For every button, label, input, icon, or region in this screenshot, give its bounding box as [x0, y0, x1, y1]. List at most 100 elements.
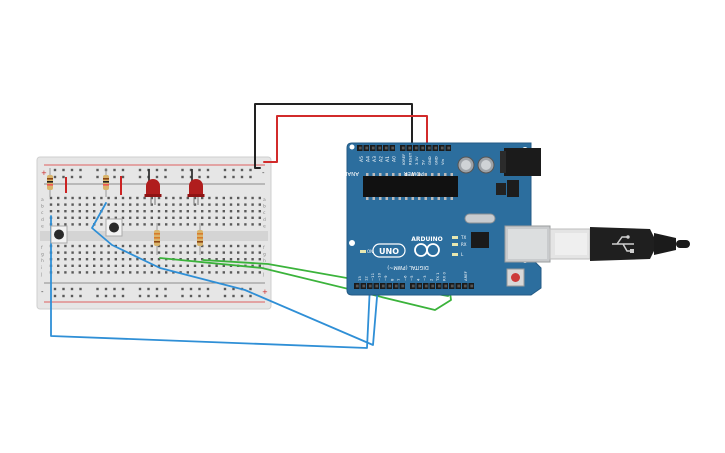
breadboard-hole[interactable] — [186, 244, 189, 248]
breadboard-hole[interactable] — [64, 203, 67, 206]
breadboard-hole[interactable] — [186, 271, 189, 274]
rail-hole[interactable] — [223, 168, 227, 172]
breadboard-hole[interactable] — [78, 271, 81, 274]
breadboard-hole[interactable] — [100, 244, 103, 248]
breadboard-hole[interactable] — [107, 258, 110, 261]
breadboard-hole[interactable] — [251, 244, 254, 248]
breadboard-hole[interactable] — [85, 203, 89, 206]
breadboard-hole[interactable] — [100, 264, 103, 267]
breadboard-hole[interactable] — [85, 264, 89, 267]
breadboard-hole[interactable] — [107, 216, 110, 219]
breadboard-hole[interactable] — [172, 216, 175, 219]
breadboard-hole[interactable] — [114, 210, 117, 213]
breadboard-hole[interactable] — [165, 271, 168, 274]
breadboard-hole[interactable] — [129, 251, 132, 254]
breadboard-hole[interactable] — [201, 244, 204, 248]
rail-hole[interactable] — [223, 294, 227, 298]
breadboard-hole[interactable] — [172, 271, 175, 274]
breadboard-hole[interactable] — [85, 244, 89, 248]
breadboard-hole[interactable] — [71, 203, 74, 206]
breadboard-hole[interactable] — [71, 244, 74, 248]
breadboard-hole[interactable] — [157, 251, 161, 254]
breadboard-hole[interactable] — [100, 271, 103, 274]
breadboard-hole[interactable] — [251, 223, 254, 226]
breadboard-hole[interactable] — [208, 271, 211, 274]
breadboard-hole[interactable] — [215, 264, 218, 267]
rail-hole[interactable] — [232, 287, 235, 291]
breadboard-hole[interactable] — [150, 210, 153, 213]
breadboard-hole[interactable] — [251, 216, 254, 219]
breadboard-hole[interactable] — [71, 251, 74, 254]
rail-hole[interactable] — [147, 287, 150, 291]
breadboard-hole[interactable] — [157, 223, 161, 226]
breadboard-hole[interactable] — [136, 203, 139, 206]
breadboard-hole[interactable] — [172, 210, 175, 213]
breadboard-hole[interactable] — [78, 251, 81, 254]
breadboard-hole[interactable] — [121, 196, 125, 200]
breadboard-hole[interactable] — [64, 216, 67, 219]
breadboard-hole[interactable] — [100, 196, 103, 200]
resistor-pulldown-1[interactable] — [47, 168, 53, 197]
rail-hole[interactable] — [206, 168, 210, 172]
breadboard-hole[interactable] — [215, 244, 218, 248]
breadboard-hole[interactable] — [136, 251, 139, 254]
rail-hole[interactable] — [164, 287, 167, 291]
rail-hole[interactable] — [155, 175, 159, 179]
breadboard-hole[interactable] — [93, 216, 96, 219]
rail-hole[interactable] — [79, 168, 82, 172]
breadboard-hole[interactable] — [229, 210, 233, 213]
breadboard-hole[interactable] — [114, 251, 117, 254]
breadboard-hole[interactable] — [201, 258, 204, 261]
breadboard-hole[interactable] — [222, 271, 225, 274]
breadboard-hole[interactable] — [121, 258, 125, 261]
led-red-1[interactable] — [144, 179, 162, 205]
breadboard-hole[interactable] — [49, 196, 53, 200]
breadboard-hole[interactable] — [208, 203, 211, 206]
breadboard-hole[interactable] — [165, 196, 168, 200]
breadboard-hole[interactable] — [186, 216, 189, 219]
breadboard-hole[interactable] — [244, 251, 247, 254]
rail-hole[interactable] — [189, 175, 193, 179]
rail-hole[interactable] — [181, 287, 184, 291]
breadboard-hole[interactable] — [193, 264, 197, 267]
breadboard-hole[interactable] — [258, 216, 261, 219]
breadboard-hole[interactable] — [143, 196, 146, 200]
breadboard-hole[interactable] — [258, 223, 261, 226]
rail-hole[interactable] — [96, 175, 99, 179]
breadboard-hole[interactable] — [121, 244, 125, 248]
usb-cable[interactable] — [549, 227, 690, 261]
rail-hole[interactable] — [249, 294, 252, 298]
breadboard-hole[interactable] — [179, 271, 182, 274]
breadboard-hole[interactable] — [129, 210, 132, 213]
breadboard-hole[interactable] — [244, 216, 247, 219]
breadboard-components[interactable] — [47, 168, 205, 255]
breadboard-hole[interactable] — [71, 216, 74, 219]
breadboard-hole[interactable] — [85, 216, 89, 219]
breadboard-hole[interactable] — [193, 203, 197, 206]
breadboard-hole[interactable] — [64, 223, 67, 226]
breadboard-hole[interactable] — [186, 196, 189, 200]
dc-power-jack[interactable] — [504, 148, 541, 176]
breadboard-hole[interactable] — [222, 244, 225, 248]
resistor-led-1[interactable] — [154, 223, 160, 255]
breadboard-hole[interactable] — [143, 223, 146, 226]
breadboard-hole[interactable] — [150, 244, 153, 248]
breadboard-hole[interactable] — [57, 196, 60, 200]
breadboard-hole[interactable] — [64, 244, 67, 248]
breadboard-hole[interactable] — [136, 264, 139, 267]
rail-hole[interactable] — [249, 168, 252, 172]
breadboard-hole[interactable] — [78, 264, 81, 267]
breadboard-hole[interactable] — [258, 258, 261, 261]
breadboard-hole[interactable] — [136, 210, 139, 213]
breadboard-hole[interactable] — [143, 251, 146, 254]
breadboard-hole[interactable] — [193, 210, 197, 213]
breadboard-hole[interactable] — [107, 251, 110, 254]
breadboard-hole[interactable] — [179, 223, 182, 226]
breadboard-hole[interactable] — [71, 210, 74, 213]
breadboard-hole[interactable] — [201, 271, 204, 274]
breadboard-hole[interactable] — [258, 251, 261, 254]
breadboard-hole[interactable] — [193, 258, 197, 261]
breadboard-hole[interactable] — [165, 216, 168, 219]
breadboard-hole[interactable] — [64, 258, 67, 261]
rail-hole[interactable] — [96, 294, 99, 298]
